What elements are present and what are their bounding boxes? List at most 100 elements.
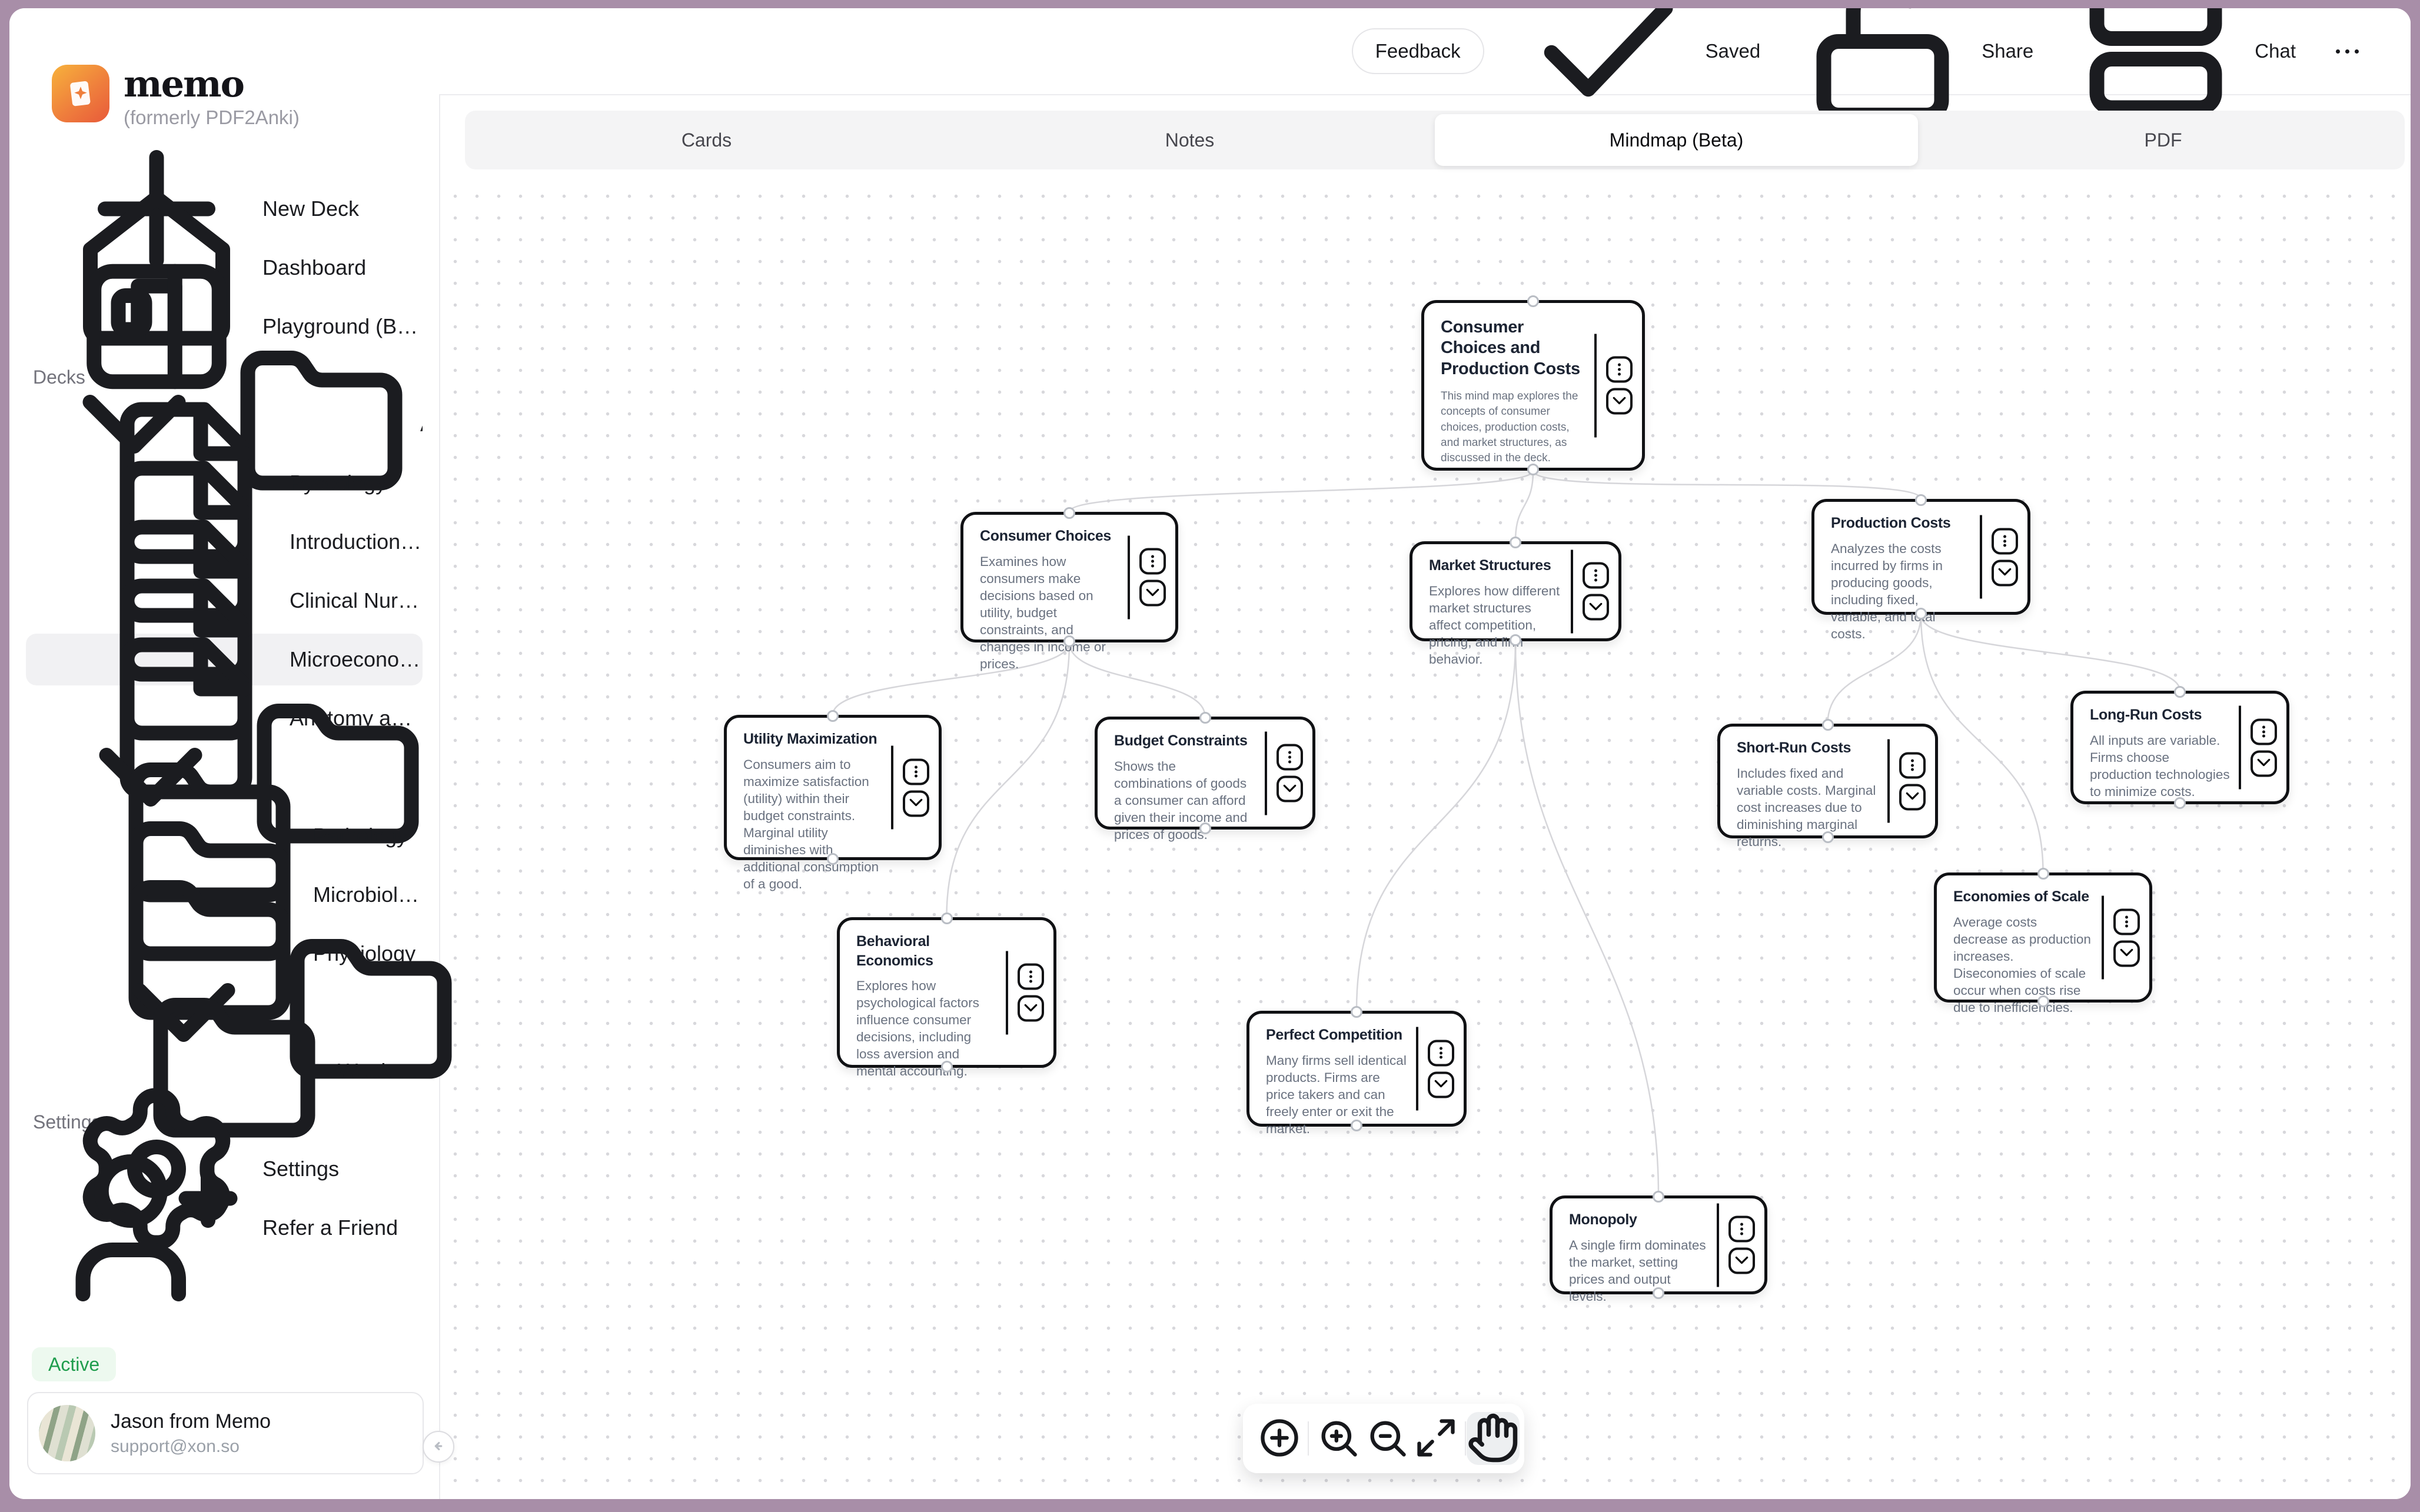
tab-mindmap[interactable]: Mindmap (Beta) xyxy=(1435,114,1918,166)
node-description: Explores how different market structures… xyxy=(1429,583,1560,667)
mindmap-node-long-run-costs[interactable]: Long-Run Costs All inputs are variable. … xyxy=(2070,686,2289,809)
add-node-button[interactable] xyxy=(1257,1416,1302,1461)
plus-circle-icon xyxy=(1257,1416,1302,1462)
node-menu-button[interactable] xyxy=(1728,1215,1755,1243)
node-menu-button[interactable] xyxy=(1018,963,1044,990)
node-collapse-button[interactable] xyxy=(1018,995,1044,1022)
app-subtitle: (formerly PDF2Anki) xyxy=(124,106,300,129)
tab-notes[interactable]: Notes xyxy=(1165,129,1215,151)
node-collapse-button[interactable] xyxy=(1606,388,1633,415)
node-handle-top[interactable] xyxy=(1199,712,1211,724)
mindmap-node-perfect-competition[interactable]: Perfect Competition Many firms sell iden… xyxy=(1246,1006,1467,1136)
node-handle-bottom[interactable] xyxy=(827,853,839,865)
node-handle-top[interactable] xyxy=(940,912,953,924)
toolbar-divider xyxy=(1308,1421,1309,1456)
node-description: Shows the combinations of goods a consum… xyxy=(1114,758,1248,842)
node-handle-top[interactable] xyxy=(1351,1006,1362,1018)
mindmap-node-consumer-choices[interactable]: Consumer Choices Examines how consumers … xyxy=(960,507,1178,671)
node-menu-button[interactable] xyxy=(1583,562,1609,589)
node-collapse-button[interactable] xyxy=(2113,940,2140,967)
mindmap-node-budget-constraints[interactable]: Budget Constraints Shows the combination… xyxy=(1095,712,1315,842)
sidebar-item-refer-friend[interactable]: Refer a Friend xyxy=(26,1154,423,1301)
sidebar-item-new-deck[interactable]: New Deck xyxy=(26,150,423,268)
node-collapse-button[interactable] xyxy=(2251,750,2277,777)
node-handle-bottom[interactable] xyxy=(1527,464,1539,475)
pan-mode-button[interactable] xyxy=(1467,1412,1520,1465)
node-handle-bottom[interactable] xyxy=(940,1061,953,1073)
node-menu-button[interactable] xyxy=(1277,744,1303,771)
mindmap-node-utility-maximization[interactable]: Utility Maximization Consumers aim to ma… xyxy=(724,710,942,891)
node-menu-button[interactable] xyxy=(1428,1040,1454,1066)
chevron-down-icon xyxy=(2116,942,2138,965)
mindmap-node-short-run-costs[interactable]: Short-Run Costs Includes fixed and varia… xyxy=(1717,719,1938,849)
mindmap-node-root[interactable]: Consumer Choices and Production Costs Th… xyxy=(1421,295,1645,475)
node-handle-bottom[interactable] xyxy=(1351,1120,1362,1131)
chat-button[interactable]: Chat xyxy=(2067,8,2296,142)
node-handle-top[interactable] xyxy=(1915,494,1927,506)
node-actions xyxy=(1006,951,1044,1034)
node-handle-top[interactable] xyxy=(2174,686,2186,698)
node-collapse-button[interactable] xyxy=(1728,1247,1755,1274)
node-handle-bottom[interactable] xyxy=(1653,1287,1664,1299)
node-actions xyxy=(1594,334,1633,437)
node-handle-bottom[interactable] xyxy=(1510,634,1521,646)
node-handle-bottom[interactable] xyxy=(1821,831,1834,843)
more-menu-button[interactable] xyxy=(2330,44,2365,59)
chevron-down-icon xyxy=(1902,785,1923,809)
app-title: memo xyxy=(124,62,245,105)
status-badge: Active xyxy=(32,1347,117,1381)
node-handle-top[interactable] xyxy=(1527,295,1539,307)
user-card[interactable]: Jason from Memo support@xon.so xyxy=(27,1392,424,1474)
node-collapse-button[interactable] xyxy=(1277,775,1303,802)
node-menu-button[interactable] xyxy=(2251,718,2277,745)
mindmap-node-production-costs[interactable]: Production Costs Analyzes the costs incu… xyxy=(1811,494,2030,641)
toolbar-divider xyxy=(1465,1421,1466,1456)
node-handle-bottom[interactable] xyxy=(2174,797,2186,809)
node-handle-bottom[interactable] xyxy=(1063,635,1075,647)
mindmap-node-economies-of-scale[interactable]: Economies of Scale Average costs decreas… xyxy=(1934,868,2152,1015)
node-menu-button[interactable] xyxy=(2113,908,2140,935)
node-collapse-button[interactable] xyxy=(903,790,929,817)
mindmap-node-behavioral-economics[interactable]: Behavioral Economics Explores how psycho… xyxy=(837,912,1056,1078)
node-handle-top[interactable] xyxy=(1063,507,1075,519)
node-menu-button[interactable] xyxy=(903,758,929,785)
sidebar-item-physiology[interactable]: Physiology xyxy=(26,880,423,1020)
node-actions xyxy=(1980,515,2018,599)
node-menu-button[interactable] xyxy=(1139,548,1166,575)
node-menu-button[interactable] xyxy=(1899,752,1926,778)
node-actions-divider xyxy=(1717,1203,1719,1287)
sidebar-item-playground[interactable]: Playground (Beta) xyxy=(26,264,423,389)
node-handle-top[interactable] xyxy=(1510,537,1521,548)
mindmap-node-market-structures[interactable]: Market Structures Explores how different… xyxy=(1410,537,1621,667)
mindmap-node-monopoly[interactable]: Monopoly A single firm dominates the mar… xyxy=(1550,1191,1767,1304)
fit-view-button[interactable] xyxy=(1414,1416,1458,1461)
node-handle-top[interactable] xyxy=(1821,719,1834,731)
node-collapse-button[interactable] xyxy=(1992,559,2018,586)
node-actions-divider xyxy=(1265,731,1267,815)
tab-pdf[interactable]: PDF xyxy=(2144,129,2182,151)
node-handle-top[interactable] xyxy=(2037,868,2049,880)
hand-icon xyxy=(1467,1411,1520,1466)
node-handle-top[interactable] xyxy=(827,710,839,722)
zoom-in-button[interactable] xyxy=(1316,1416,1361,1461)
zoom-out-button[interactable] xyxy=(1365,1416,1410,1461)
sidebar-item-week1-lectures[interactable]: Week 1 Lectures xyxy=(26,998,423,1138)
node-collapse-button[interactable] xyxy=(1428,1071,1454,1098)
chevron-down-icon xyxy=(1142,581,1164,605)
decks-section-label: Decks xyxy=(33,366,85,388)
feedback-button[interactable]: Feedback xyxy=(1351,28,1484,74)
sidebar-collapse-button[interactable] xyxy=(423,1431,454,1463)
node-actions xyxy=(1571,549,1609,633)
node-actions-divider xyxy=(1006,951,1008,1034)
node-handle-top[interactable] xyxy=(1653,1191,1664,1203)
node-collapse-button[interactable] xyxy=(1899,784,1926,810)
node-handle-bottom[interactable] xyxy=(2037,995,2049,1007)
node-handle-bottom[interactable] xyxy=(1199,822,1211,834)
tab-cards[interactable]: Cards xyxy=(681,129,732,151)
node-handle-bottom[interactable] xyxy=(1915,608,1927,620)
node-menu-button[interactable] xyxy=(1992,528,2018,554)
sidebar-item-label: Microbiology xyxy=(313,882,423,907)
node-collapse-button[interactable] xyxy=(1139,580,1166,607)
node-collapse-button[interactable] xyxy=(1583,594,1609,621)
node-menu-button[interactable] xyxy=(1606,356,1633,383)
